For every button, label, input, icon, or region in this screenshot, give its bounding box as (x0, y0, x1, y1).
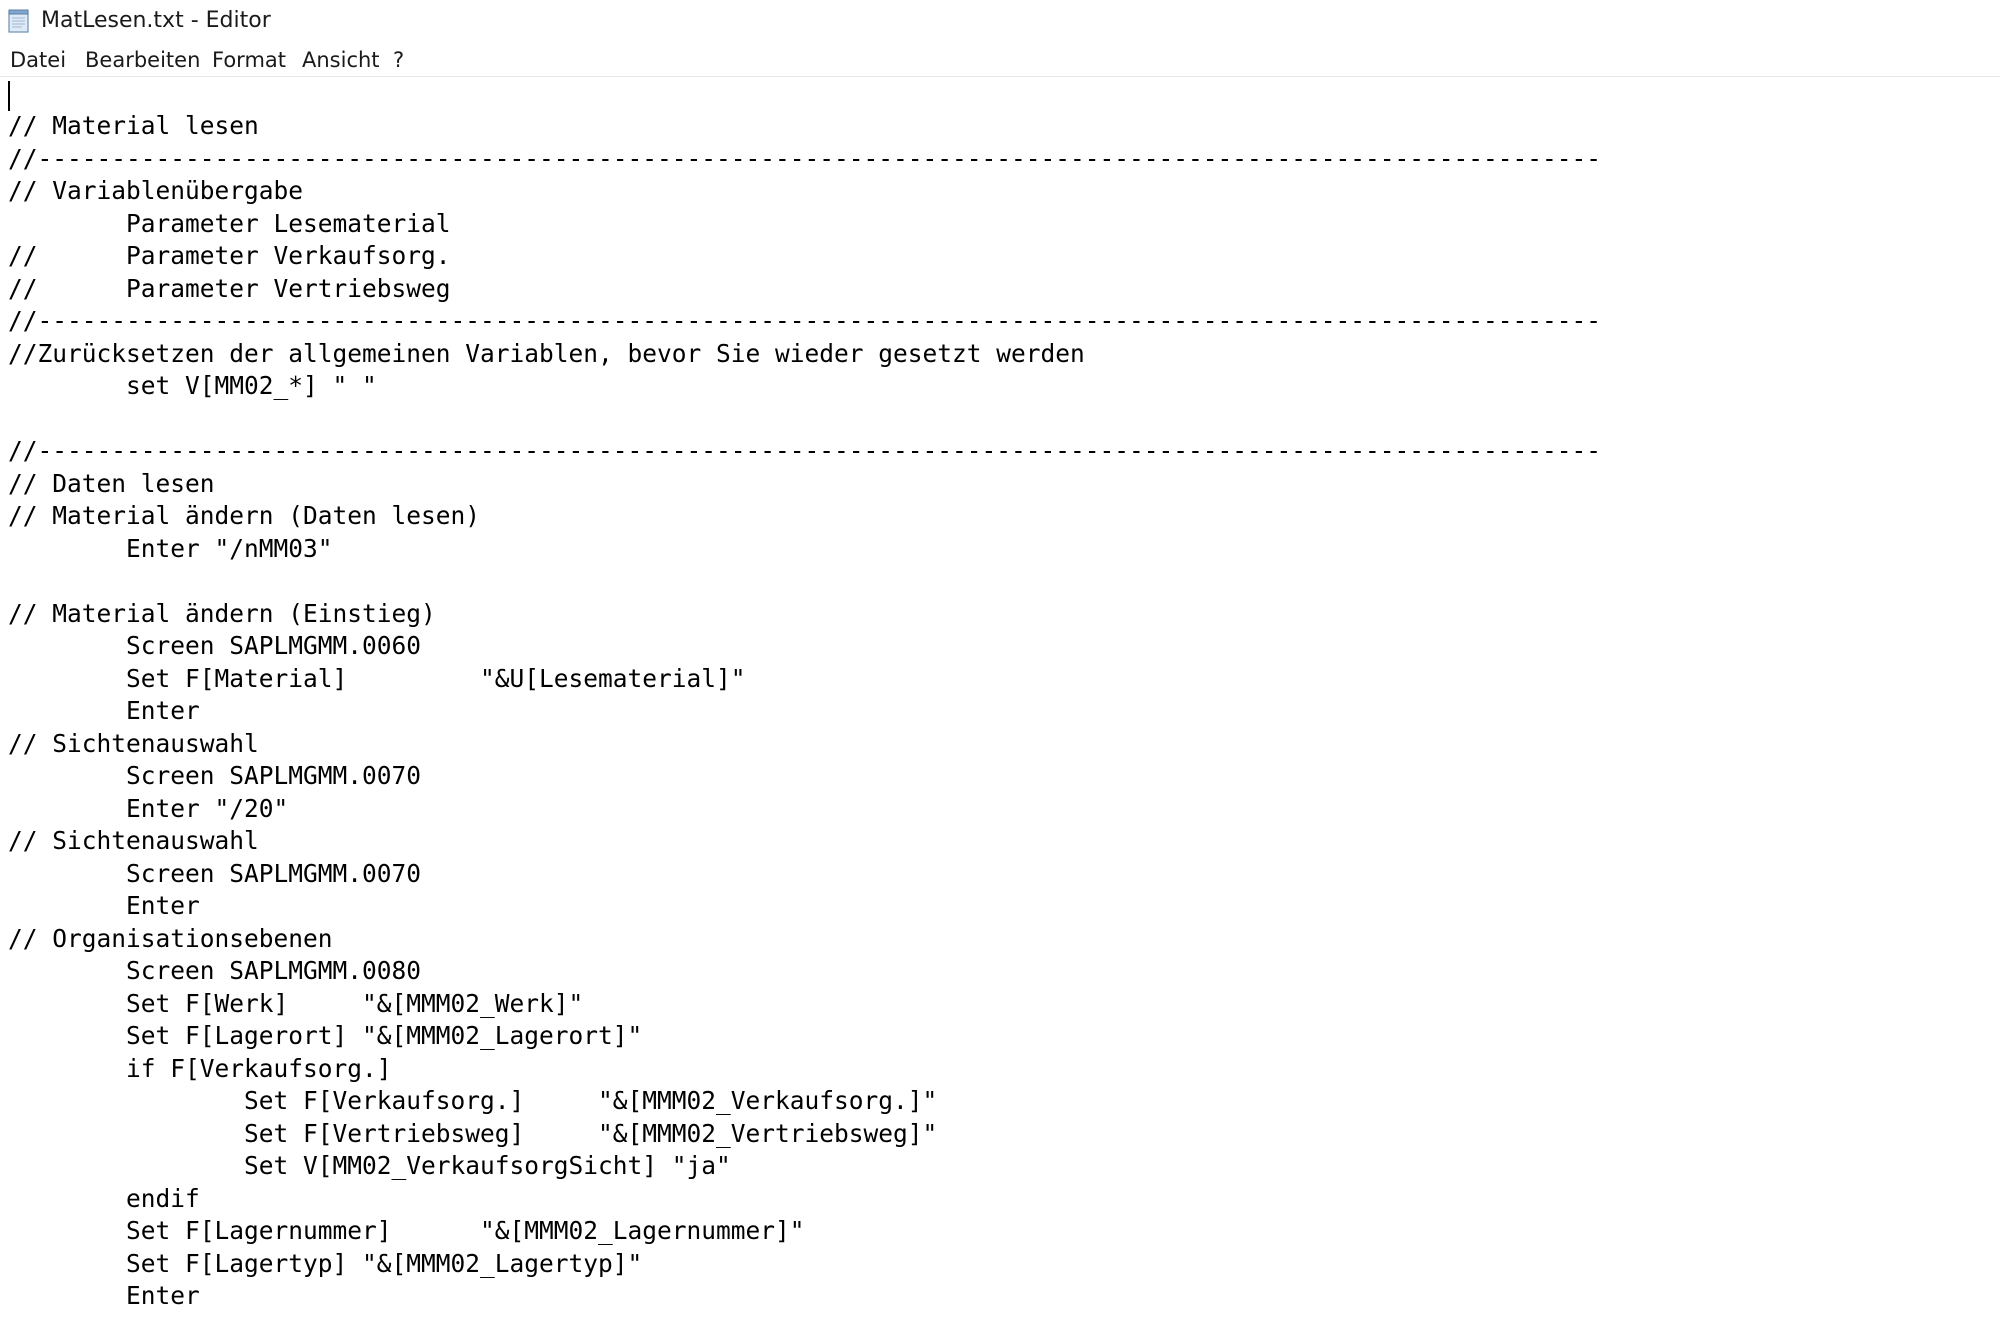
text-line: // Sichtenauswahl (8, 826, 259, 855)
text-line: // Material lesen (8, 111, 259, 140)
text-line: Set F[Werk] "&[MMM02_Werk]" (8, 989, 584, 1018)
title-bar: MatLesen.txt - Editor (0, 0, 2000, 44)
text-line: Set F[Material] "&U[Lesematerial]" (8, 664, 746, 693)
text-line: Enter "/20" (8, 794, 289, 823)
text-line: Screen SAPLMGMM.0070 (8, 761, 422, 790)
menu-format[interactable]: Format (212, 48, 287, 72)
text-line: if F[Verkaufsorg.] (8, 1054, 392, 1083)
text-line: // Sichtenauswahl (8, 729, 259, 758)
text-line: Set F[Lagernummer] "&[MMM02_Lagernummer]… (8, 1216, 805, 1245)
text-line: Enter (8, 891, 200, 920)
text-area[interactable]: // Material lesen //--------------------… (0, 78, 2000, 1321)
text-line: //--------------------------------------… (8, 144, 1602, 173)
menu-help[interactable]: ? (393, 48, 405, 72)
text-line: endif (8, 1184, 200, 1213)
text-line: Enter (8, 1281, 200, 1310)
text-line: // Parameter Verkaufsorg. (8, 241, 451, 270)
text-line: Parameter Lesematerial (8, 209, 451, 238)
text-line: // Organisationsebenen (8, 924, 333, 953)
text-line: set V[MM02_*] " " (8, 371, 377, 400)
text-line: Screen SAPLMGMM.0060 (8, 631, 422, 660)
text-line: Set F[Lagerort] "&[MMM02_Lagerort]" (8, 1021, 643, 1050)
text-line: Set V[MM02_VerkaufsorgSicht] "ja" (8, 1151, 731, 1180)
menu-bar: Datei Bearbeiten Format Ansicht ? (0, 44, 2000, 77)
text-line: Screen SAPLMGMM.0080 (8, 956, 422, 985)
text-line: // Daten lesen (8, 469, 215, 498)
text-line: Enter (8, 696, 200, 725)
text-line: Set F[Verkaufsorg.] "&[MMM02_Verkaufsorg… (8, 1086, 938, 1115)
menu-datei[interactable]: Datei (10, 48, 67, 72)
text-line: Screen SAPLMGMM.0070 (8, 859, 422, 888)
menu-ansicht[interactable]: Ansicht (302, 48, 380, 72)
text-line: //Zurücksetzen der allgemeinen Variablen… (8, 339, 1085, 368)
text-line: // Material ändern (Einstieg) (8, 599, 436, 628)
notepad-icon (8, 9, 29, 33)
text-line: //--------------------------------------… (8, 306, 1602, 335)
window-title: MatLesen.txt - Editor (41, 8, 271, 33)
menu-bearbeiten[interactable]: Bearbeiten (85, 48, 201, 72)
text-line: Set F[Vertriebsweg] "&[MMM02_Vertriebswe… (8, 1119, 938, 1148)
text-line: //--------------------------------------… (8, 436, 1602, 465)
text-line: Enter "/nMM03" (8, 534, 333, 563)
text-caret (8, 81, 10, 111)
text-line: // Material ändern (Daten lesen) (8, 501, 481, 530)
text-line: // Variablenübergabe (8, 176, 304, 205)
text-line: // Parameter Vertriebsweg (8, 274, 451, 303)
text-line: Set F[Lagertyp] "&[MMM02_Lagertyp]" (8, 1249, 643, 1278)
